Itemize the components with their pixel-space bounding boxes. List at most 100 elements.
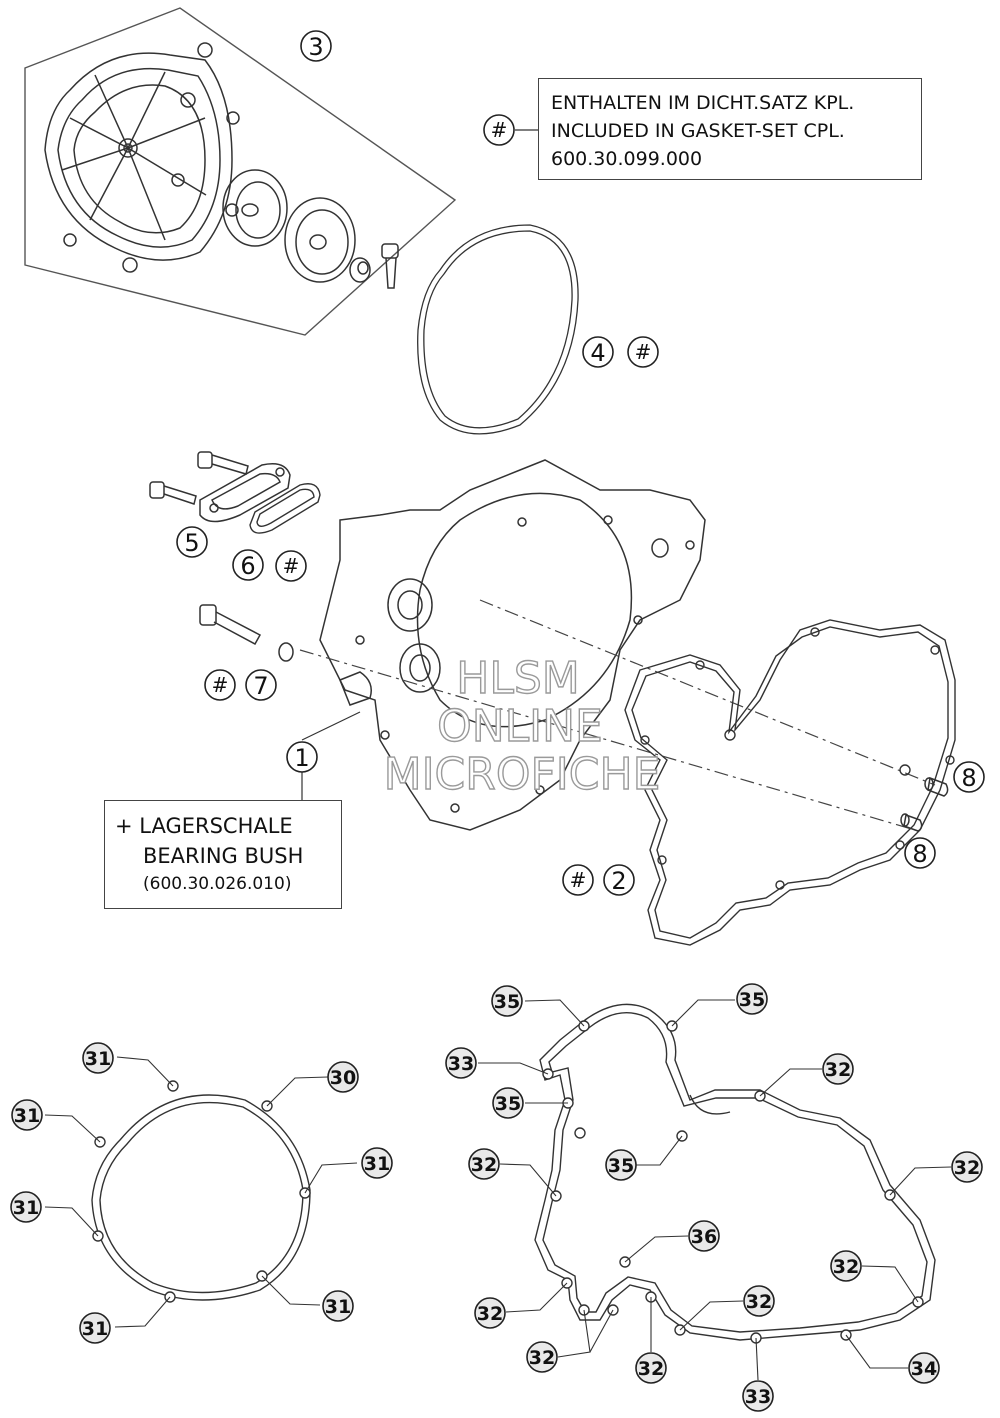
svg-text:33: 33 [745,1386,771,1408]
bush-note-line-3: (600.30.026.010) [143,874,292,894]
gasket-note-line-2: INCLUDED IN GASKET-SET CPL. [551,120,845,142]
gasket-note-line-1: ENTHALTEN IM DICHT.SATZ KPL. [551,92,855,114]
o-ring-4 [417,224,579,435]
outer-clutch-cover [44,42,240,273]
svg-text:31: 31 [82,1318,108,1340]
watermark-line-2: ONLINE [437,701,603,752]
bearing-bush-note: + LAGERSCHALE BEARING BUSH (600.30.026.0… [104,800,342,909]
callouts-top: 3 # 4 # 5 6 # # 7 1 8 8 # 2 [176,30,985,896]
callout-5[interactable]: 5 [176,526,208,558]
screw-5b [149,481,197,505]
svg-text:2: 2 [611,867,626,895]
callout-33-a[interactable]: 33 [445,1047,477,1079]
callout-30[interactable]: 30 [327,1061,359,1093]
callout-32-a[interactable]: 32 [822,1053,854,1085]
svg-text:32: 32 [833,1256,859,1278]
main-clutch-cover-1 [319,459,706,831]
callouts-bottom: 31 30 31 31 31 31 31 35 35 33 32 35 35 3… [10,983,983,1412]
nut [349,257,371,283]
cover-cap [284,197,356,283]
callout-31-b[interactable]: 31 [11,1099,43,1131]
svg-text:#: # [570,868,587,892]
callout-36[interactable]: 36 [688,1220,720,1252]
callout-hash-6[interactable]: # [275,550,307,582]
svg-text:4: 4 [590,339,605,367]
callout-31-d[interactable]: 31 [10,1191,42,1223]
callout-31-e[interactable]: 31 [322,1290,354,1322]
svg-text:36: 36 [691,1226,717,1248]
callout-32-f[interactable]: 32 [474,1297,506,1329]
round-gasket [91,1094,311,1301]
callout-35-d[interactable]: 35 [605,1149,637,1181]
svg-text:32: 32 [529,1347,555,1369]
callout-6[interactable]: 6 [232,549,264,581]
callout-4[interactable]: 4 [582,336,614,368]
callout-2[interactable]: 2 [603,864,635,896]
callout-35-c[interactable]: 35 [492,1087,524,1119]
svg-text:32: 32 [825,1059,851,1081]
gasket-6 [249,483,321,534]
callout-hash-7[interactable]: # [204,669,236,701]
svg-text:34: 34 [911,1358,937,1380]
svg-text:#: # [491,118,508,142]
kit-3-frame [24,7,457,336]
callout-7[interactable]: 7 [245,669,277,701]
screw-5a [197,451,249,475]
callout-hash-4[interactable]: # [627,336,659,368]
callout-hash-2[interactable]: # [562,864,594,896]
svg-text:1: 1 [294,744,309,772]
svg-text:31: 31 [325,1296,351,1318]
svg-text:6: 6 [240,552,255,580]
screw-small [381,243,399,289]
callout-31-c[interactable]: 31 [361,1147,393,1179]
callout-35-a[interactable]: 35 [491,985,523,1017]
bush-note-line-1: + LAGERSCHALE [115,814,293,838]
leader-lines-flat [478,999,952,1381]
flat-gasket-holes [542,1020,924,1344]
gasket-set-note: ENTHALTEN IM DICHT.SATZ KPL. INCLUDED IN… [538,78,922,180]
alignment-lines [299,599,936,831]
leader-lines-top [301,129,538,800]
svg-text:31: 31 [364,1153,390,1175]
round-gasket-holes [92,1080,311,1303]
svg-text:#: # [212,673,229,697]
bush-note-line-2: BEARING BUSH [143,844,304,868]
svg-text:5: 5 [184,529,199,557]
svg-text:#: # [635,340,652,364]
inspection-cap [222,169,288,247]
svg-text:3: 3 [308,33,323,61]
leader-lines-round [44,1056,358,1328]
dowel-pins-8 [900,776,949,832]
svg-text:35: 35 [495,1093,521,1115]
callout-32-e[interactable]: 32 [743,1285,775,1317]
callout-32-h[interactable]: 32 [635,1352,667,1384]
svg-text:33: 33 [448,1053,474,1075]
callout-31-f[interactable]: 31 [79,1312,111,1344]
svg-text:32: 32 [638,1358,664,1380]
callout-32-b[interactable]: 32 [468,1148,500,1180]
callout-34[interactable]: 34 [908,1352,940,1384]
callout-8-lower[interactable]: 8 [904,837,936,869]
callout-33-b[interactable]: 33 [742,1380,774,1412]
svg-text:31: 31 [13,1197,39,1219]
svg-text:8: 8 [912,840,927,868]
callout-hash-gasket-note[interactable]: # [483,114,515,146]
screw-7 [199,604,294,662]
svg-text:35: 35 [739,989,765,1011]
callout-35-b[interactable]: 35 [736,983,768,1015]
callout-32-c[interactable]: 32 [951,1151,983,1183]
callout-32-g[interactable]: 32 [526,1341,558,1373]
callout-31-a[interactable]: 31 [82,1042,114,1074]
svg-text:31: 31 [85,1048,111,1070]
svg-text:35: 35 [608,1155,634,1177]
callout-8-upper[interactable]: 8 [953,761,985,793]
callout-1[interactable]: 1 [286,741,318,773]
svg-text:35: 35 [494,991,520,1013]
callout-3[interactable]: 3 [300,30,332,62]
cover-gasket-flat [534,1003,936,1341]
svg-text:32: 32 [477,1303,503,1325]
callout-32-d[interactable]: 32 [830,1250,862,1282]
svg-text:30: 30 [330,1067,356,1089]
